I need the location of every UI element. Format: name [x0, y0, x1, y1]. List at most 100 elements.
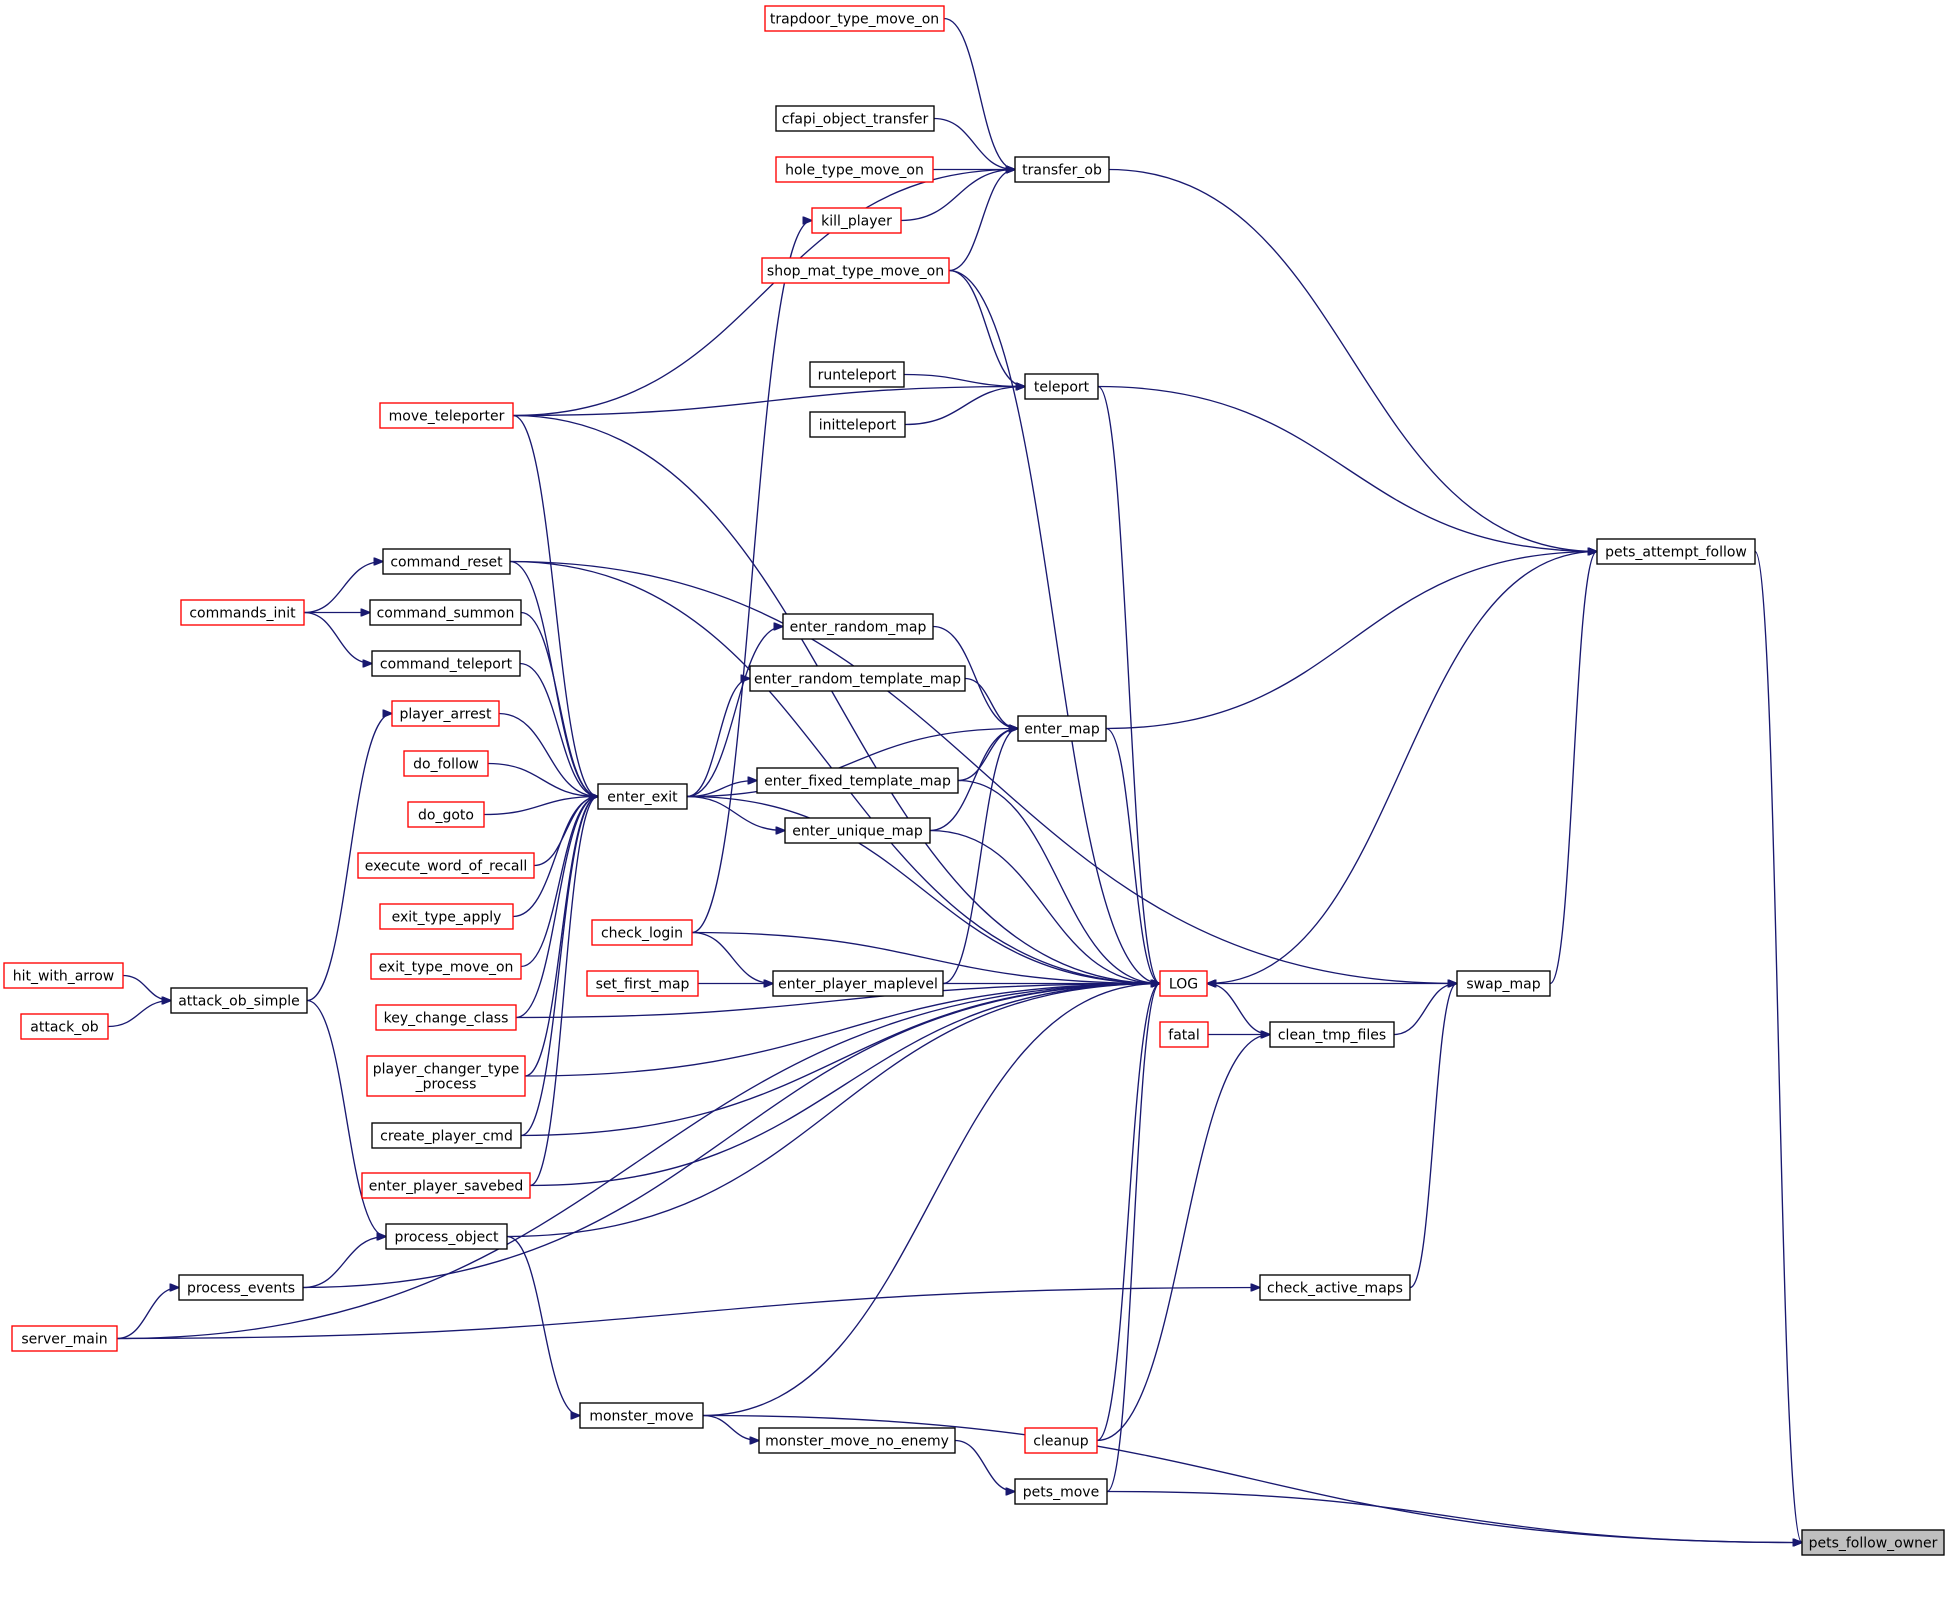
node-player_arrest[interactable]: player_arrest	[391, 700, 500, 727]
node-command_reset[interactable]: command_reset	[382, 548, 511, 575]
node-cfapi_object_transfer[interactable]: cfapi_object_transfer	[775, 105, 935, 132]
edge-line	[929, 729, 1018, 832]
edge-line	[519, 662, 598, 797]
edge-line	[948, 269, 1160, 984]
edge-check_login-to-enter_player_maplevel	[691, 931, 773, 984]
node-label: commands_init	[189, 606, 296, 622]
edge-line	[529, 984, 1160, 1187]
node-enter_map[interactable]: enter_map	[1017, 715, 1107, 742]
edge-line	[691, 931, 773, 984]
edge-command_reset-to-swap_map	[509, 560, 1457, 984]
edge-server_main-to-LOG	[116, 984, 1160, 1340]
edge-line	[702, 1414, 759, 1441]
node-enter_fixed_template_map[interactable]: enter_fixed_template_map	[756, 767, 959, 794]
node-enter_exit[interactable]: enter_exit	[597, 783, 688, 810]
node-label: _process	[415, 1077, 477, 1093]
edge-line	[904, 387, 1025, 426]
node-check_active_maps[interactable]: check_active_maps	[1259, 1274, 1411, 1301]
node-player_changer_type_process[interactable]: player_changer_type_process	[366, 1055, 526, 1097]
node-box	[178, 1274, 304, 1301]
node-label: pets_attempt_follow	[1605, 545, 1747, 561]
node-move_teleporter[interactable]: move_teleporter	[379, 402, 514, 429]
node-label: do_goto	[418, 808, 474, 824]
node-set_first_map[interactable]: set_first_map	[586, 970, 699, 997]
node-initteleport[interactable]: initteleport	[809, 411, 906, 438]
node-hole_type_move_on[interactable]: hole_type_move_on	[775, 156, 934, 183]
node-fatal[interactable]: fatal	[1159, 1021, 1209, 1048]
edge-line	[524, 984, 1160, 1077]
node-pets_move[interactable]: pets_move	[1014, 1478, 1108, 1505]
edge-line	[302, 1237, 386, 1289]
edge-line	[512, 414, 1160, 984]
node-kill_player[interactable]: kill_player	[811, 207, 902, 234]
edge-line	[107, 1001, 171, 1028]
node-command_summon[interactable]: command_summon	[369, 599, 522, 626]
node-teleport[interactable]: teleport	[1024, 373, 1099, 400]
node-pets_attempt_follow[interactable]: pets_attempt_follow	[1596, 538, 1756, 565]
node-swap_map[interactable]: swap_map	[1456, 970, 1551, 997]
edge-cleanup-to-clean_tmp_files	[1096, 1035, 1270, 1442]
edge-enter_unique_map-to-LOG	[929, 829, 1160, 984]
edge-line	[957, 729, 1018, 782]
edge-line	[506, 984, 1160, 1238]
node-box	[758, 1427, 956, 1454]
node-cleanup[interactable]: cleanup	[1024, 1427, 1098, 1454]
node-shop_mat_type_move_on[interactable]: shop_mat_type_move_on	[761, 257, 950, 284]
node-clean_tmp_files[interactable]: clean_tmp_files	[1269, 1021, 1395, 1048]
node-monster_move_no_enemy[interactable]: monster_move_no_enemy	[758, 1427, 956, 1454]
node-monster_move[interactable]: monster_move	[579, 1402, 704, 1429]
node-transfer_ob[interactable]: transfer_ob	[1014, 156, 1110, 183]
edge-line	[702, 1414, 1802, 1543]
edge-line	[116, 1288, 1260, 1340]
edge-line	[943, 17, 1015, 170]
node-label: monster_move_no_enemy	[765, 1434, 949, 1450]
node-box	[3, 962, 124, 989]
node-execute_word_of_recall[interactable]: execute_word_of_recall	[357, 852, 535, 879]
node-check_login[interactable]: check_login	[591, 919, 693, 946]
node-LOG[interactable]: LOG	[1159, 970, 1208, 997]
edge-enter_exit-to-enter_random_map	[686, 627, 783, 798]
edge-exit_type_move_on-to-enter_exit	[520, 797, 598, 968]
edge-enter_map-to-LOG	[1105, 727, 1160, 984]
edge-enter_exit-to-enter_unique_map	[686, 795, 785, 831]
node-exit_type_apply[interactable]: exit_type_apply	[379, 903, 514, 930]
node-box	[1259, 1274, 1411, 1301]
node-enter_unique_map[interactable]: enter_unique_map	[784, 817, 931, 844]
node-runteleport[interactable]: runteleport	[809, 361, 905, 388]
node-label: execute_word_of_recall	[365, 859, 528, 875]
edge-enter_exit-to-LOG	[686, 795, 1160, 984]
node-label: player_arrest	[400, 707, 492, 723]
node-enter_player_maplevel[interactable]: enter_player_maplevel	[772, 970, 944, 997]
node-attack_ob[interactable]: attack_ob	[20, 1013, 109, 1040]
node-label: cfapi_object_transfer	[782, 112, 929, 128]
edge-player_changer_type_process-to-LOG	[524, 984, 1160, 1077]
edge-monster_move_no_enemy-to-pets_move	[954, 1439, 1015, 1492]
node-box	[591, 919, 693, 946]
node-key_change_class[interactable]: key_change_class	[375, 1004, 517, 1031]
node-label: enter_map	[1024, 722, 1100, 738]
node-attack_ob_simple[interactable]: attack_ob_simple	[170, 987, 308, 1014]
node-box	[391, 700, 500, 727]
node-do_follow[interactable]: do_follow	[403, 750, 489, 777]
node-enter_random_map[interactable]: enter_random_map	[782, 613, 934, 640]
node-label: exit_type_apply	[392, 910, 502, 926]
node-do_goto[interactable]: do_goto	[407, 801, 485, 828]
node-commands_init[interactable]: commands_init	[180, 599, 305, 626]
node-exit_type_move_on[interactable]: exit_type_move_on	[370, 953, 522, 980]
node-hit_with_arrow[interactable]: hit_with_arrow	[3, 962, 124, 989]
edge-cleanup-to-LOG	[1096, 984, 1160, 1442]
edge-key_change_class-to-enter_exit	[515, 797, 598, 1019]
node-trapdoor_type_move_on[interactable]: trapdoor_type_move_on	[764, 5, 945, 32]
node-create_player_cmd[interactable]: create_player_cmd	[371, 1122, 522, 1149]
node-process_events[interactable]: process_events	[178, 1274, 304, 1301]
node-command_teleport[interactable]: command_teleport	[371, 650, 521, 677]
node-process_object[interactable]: process_object	[385, 1223, 508, 1250]
edge-clean_tmp_files-to-swap_map	[1393, 984, 1457, 1036]
edge-line	[1105, 552, 1597, 730]
node-enter_random_template_map[interactable]: enter_random_template_map	[749, 665, 966, 692]
node-enter_player_savebed[interactable]: enter_player_savebed	[361, 1172, 531, 1199]
edge-move_teleporter-to-enter_exit	[512, 414, 598, 797]
edge-line	[957, 779, 1160, 984]
node-server_main[interactable]: server_main	[11, 1325, 118, 1352]
